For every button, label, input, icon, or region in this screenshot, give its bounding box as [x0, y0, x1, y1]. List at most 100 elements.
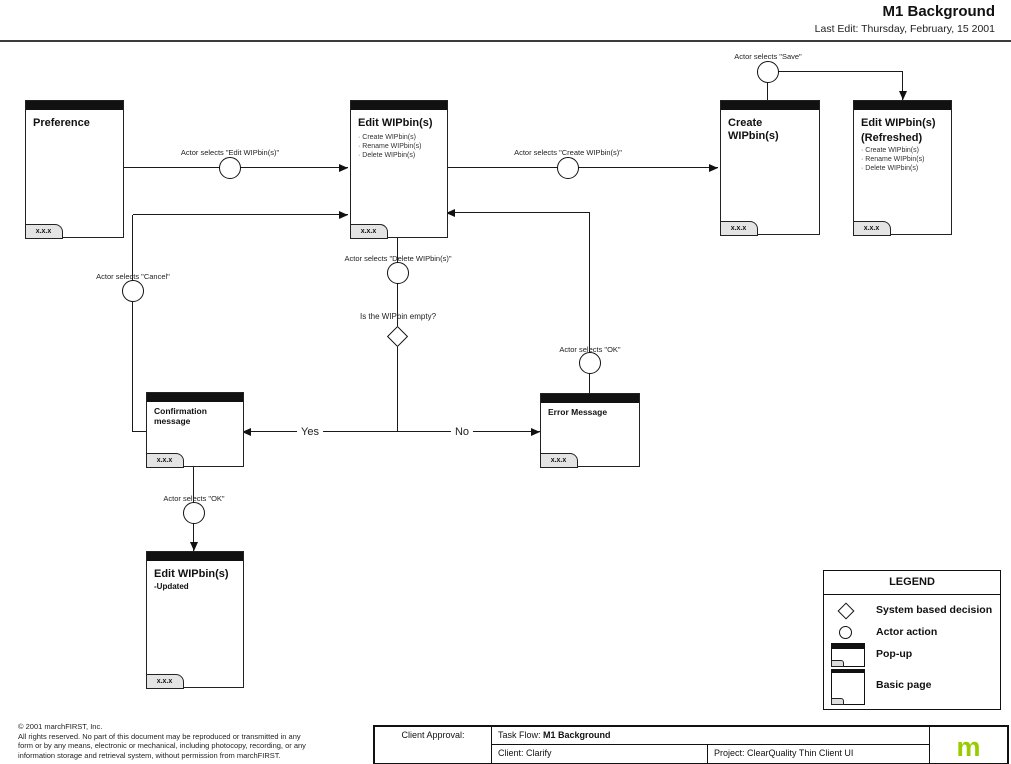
flow-line — [132, 215, 133, 432]
flow-line — [902, 72, 903, 100]
node-confirmation-message: Confirmation message x.x.x — [145, 392, 244, 468]
node-preference: Preference x.x.x — [24, 100, 124, 239]
flow-line — [446, 167, 718, 168]
marchfirst-logo-cell: m — [929, 727, 1007, 763]
legend-item-label: Basic page — [876, 679, 932, 691]
popup-title-bar — [26, 101, 123, 110]
legend-item-label: Actor action — [876, 626, 938, 638]
bullet-item: · Create WIPbin(s) — [358, 134, 416, 141]
project-cell: Project: ClearQuality Thin Client UI — [708, 745, 929, 763]
flow-line — [242, 431, 540, 432]
node-subtitle: -Updated — [154, 582, 189, 591]
copyright-line: © 2001 marchFIRST, Inc. — [18, 722, 103, 731]
branch-label-no: No — [450, 426, 474, 438]
flow-line — [397, 347, 398, 432]
bullet-item: · Rename WIPbin(s) — [861, 156, 925, 163]
copyright-text: © 2001 marchFIRST, Inc. All rights reser… — [18, 722, 306, 760]
client-label: Client: — [498, 748, 524, 758]
node-create-wipbins: Create WIPbin(s) x.x.x — [719, 100, 820, 236]
actor-action-save-circle — [757, 61, 779, 83]
decision-question: Is the WIPbin empty? — [359, 312, 437, 321]
actor-action-delete-circle — [387, 262, 409, 284]
actor-action-edit-circle — [219, 157, 241, 179]
node-edit-wipbins-refreshed: Edit WIPbin(s) (Refreshed) · Create WIPb… — [852, 100, 952, 236]
node-title: Preference — [33, 117, 90, 129]
edge-label-ok-confirm: Actor selects "OK" — [163, 494, 225, 503]
last-edit-text: Last Edit: Thursday, February, 15 2001 — [814, 23, 995, 35]
copyright-line: information storage and retrieval system… — [18, 750, 281, 760]
legend: LEGEND System based decision Actor actio… — [823, 570, 1001, 710]
edge-label-save: Actor selects "Save" — [734, 52, 802, 61]
page-number-tab: x.x.x — [852, 220, 891, 236]
page-number-tab: x.x.x — [719, 220, 758, 236]
arrowhead-into-create — [709, 164, 718, 172]
popup-title-bar — [541, 394, 639, 403]
popup-title-bar — [854, 101, 951, 110]
task-flow-value: M1 Background — [543, 730, 611, 740]
popup-icon — [830, 643, 865, 668]
node-error-message: Error Message x.x.x — [539, 393, 640, 468]
actor-action-ok-confirm-circle — [183, 502, 205, 524]
edge-label-ok-error: Actor selects "OK" — [559, 345, 621, 354]
popup-icon-bar — [832, 644, 864, 649]
header-divider — [0, 40, 1011, 42]
legend-item-label: Pop-up — [876, 648, 913, 660]
actor-action-cancel-circle — [122, 280, 144, 302]
popup-title-bar — [147, 552, 243, 561]
bullet-item: · Create WIPbin(s) — [861, 147, 919, 154]
actor-action-create-circle — [557, 157, 579, 179]
project-label: Project: — [714, 748, 745, 758]
node-bullets: · Create WIPbin(s) · Rename WIPbin(s) · … — [358, 133, 445, 160]
node-edit-wipbins-updated: Edit WIPbin(s) -Updated x.x.x — [145, 551, 244, 689]
page-number-tab: x.x.x — [145, 452, 184, 468]
popup-icon-tab — [830, 660, 844, 668]
task-flow-cell: Task Flow: M1 Background — [492, 727, 929, 745]
flow-line — [133, 214, 348, 215]
node-title: Confirmation message — [154, 406, 207, 426]
flow-line — [133, 431, 147, 432]
bullet-item: · Delete WIPbin(s) — [358, 152, 416, 159]
copyright-line: form or by any means, electronic or mech… — [18, 741, 306, 750]
node-title: Edit WIPbin(s) — [154, 568, 229, 580]
client-cell: Client: Clarify — [492, 745, 708, 763]
arrowhead-ok-into-edit — [446, 209, 455, 217]
flow-line — [767, 83, 768, 100]
client-approval-cell: Client Approval: — [375, 727, 492, 763]
arrowhead-into-updated — [190, 542, 198, 551]
client-value: Clarify — [526, 748, 552, 758]
page-number-tab: x.x.x — [349, 223, 388, 239]
arrowhead-into-edit — [339, 164, 348, 172]
task-flow-label: Task Flow: — [498, 730, 541, 740]
arrowhead-cancel-into-edit — [339, 211, 348, 219]
node-title: Edit WIPbin(s) — [358, 117, 433, 129]
page-title: M1 Background — [882, 3, 995, 20]
basic-page-icon-bar — [832, 670, 864, 673]
arrowhead-yes-into-confirmation — [242, 428, 251, 436]
edge-label-edit: Actor selects "Edit WIPbin(s)" — [180, 148, 280, 157]
arrowhead-no-into-error — [531, 428, 540, 436]
branch-label-yes: Yes — [297, 426, 323, 438]
flow-line — [768, 71, 903, 72]
circle-icon — [839, 626, 852, 639]
node-title: Error Message — [548, 407, 608, 417]
node-bullets: · Create WIPbin(s) · Rename WIPbin(s) · … — [861, 146, 949, 173]
diamond-icon — [837, 602, 855, 620]
bullet-item: · Rename WIPbin(s) — [358, 143, 422, 150]
marchfirst-logo: m — [956, 732, 981, 762]
node-subtitle: (Refreshed) — [861, 132, 923, 144]
flow-line — [589, 213, 590, 393]
legend-title: LEGEND — [824, 571, 1000, 595]
basic-page-icon-tab — [830, 698, 844, 706]
popup-title-bar — [147, 393, 243, 402]
project-value: ClearQuality Thin Client UI — [747, 748, 854, 758]
popup-title-bar — [721, 101, 819, 110]
legend-item-label: System based decision — [876, 604, 993, 616]
node-title: Edit WIPbin(s) — [861, 117, 936, 129]
page-number-tab: x.x.x — [145, 673, 184, 689]
page-number-tab: x.x.x — [24, 223, 63, 239]
node-edit-wipbins: Edit WIPbin(s) · Create WIPbin(s) · Rena… — [349, 100, 448, 239]
copyright-line: All rights reserved. No part of this doc… — [18, 731, 301, 741]
arrowhead-into-refreshed — [899, 91, 907, 100]
actor-action-ok-error-circle — [579, 352, 601, 374]
flow-line — [446, 212, 590, 213]
